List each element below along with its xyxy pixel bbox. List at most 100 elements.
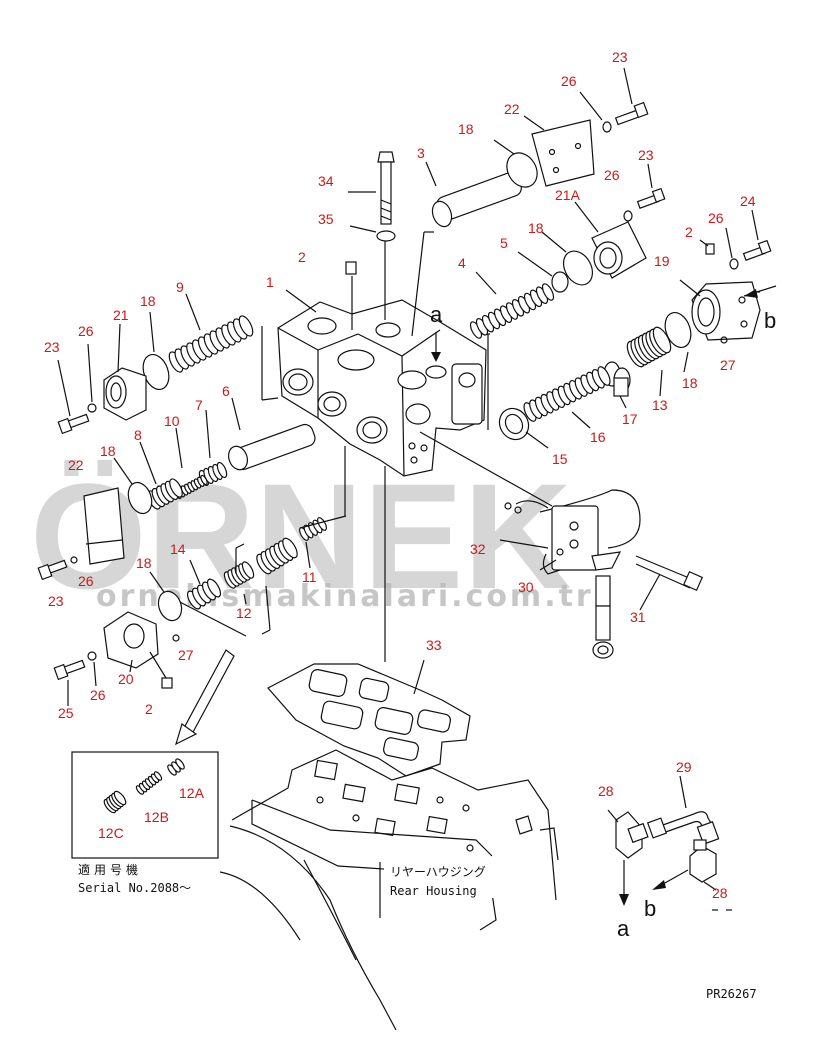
spring-4 xyxy=(469,283,555,339)
spring-coil xyxy=(206,578,222,598)
spring-14 xyxy=(186,578,222,610)
spring-coil xyxy=(652,326,672,354)
label-1: 1 xyxy=(266,274,274,290)
label-26-d: 26 xyxy=(78,323,94,339)
label-22-left: 22 xyxy=(68,457,84,473)
label-18-f: 18 xyxy=(682,375,698,391)
label-34: 34 xyxy=(318,173,334,189)
label-23-c: 23 xyxy=(44,339,60,355)
spring-coil xyxy=(169,478,183,498)
spring-11 xyxy=(299,517,327,541)
label-28-right: 28 xyxy=(712,885,728,901)
o-ring-18-mid xyxy=(562,250,594,286)
callout-a-top: a xyxy=(430,302,443,327)
label-35: 35 xyxy=(318,211,334,227)
rear-housing-en: Rear Housing xyxy=(390,884,477,898)
label-26-e: 26 xyxy=(78,573,94,589)
arrow-b xyxy=(743,285,777,298)
label-18-b: 18 xyxy=(528,220,544,236)
bolt-23-left2 xyxy=(37,559,68,581)
serial-label: 適用号機 Serial No.2088～ xyxy=(78,862,191,895)
label-23-b: 23 xyxy=(638,147,654,163)
o-ring-18-top xyxy=(506,152,538,188)
label-19: 19 xyxy=(654,253,670,269)
o-ring-18-left2 xyxy=(127,481,153,515)
label-20: 20 xyxy=(118,671,134,687)
spool-6 xyxy=(227,397,316,471)
valve-body xyxy=(277,299,487,477)
label-21a: 21A xyxy=(555,187,581,203)
leader-lines xyxy=(261,231,760,662)
o-ring-18-right xyxy=(664,311,692,349)
bolt-34 xyxy=(348,151,395,225)
spring-coil xyxy=(282,537,298,559)
serial-en: Serial No.2088～ xyxy=(78,881,191,895)
spring-coil xyxy=(153,771,163,781)
label-2-right: 2 xyxy=(685,224,693,240)
label-23-d: 23 xyxy=(48,593,64,609)
washer-26-left xyxy=(87,403,97,413)
label-3: 3 xyxy=(417,145,425,161)
label-5: 5 xyxy=(500,235,508,251)
fitting-28-right xyxy=(652,839,732,911)
spring-12 xyxy=(223,561,255,589)
label-15: 15 xyxy=(552,451,568,467)
callout-b-right: b xyxy=(764,308,776,333)
label-12b: 12B xyxy=(144,809,169,825)
label-9: 9 xyxy=(176,279,184,295)
label-27-right: 27 xyxy=(720,357,736,373)
label-23-a: 23 xyxy=(612,49,628,65)
flange-21 xyxy=(103,323,147,421)
label-25: 25 xyxy=(58,705,74,721)
label-18-a: 18 xyxy=(458,121,474,137)
spring-coil xyxy=(175,758,185,770)
label-33: 33 xyxy=(426,637,442,653)
spool-3 xyxy=(425,161,522,228)
plug-27-left xyxy=(172,634,180,642)
plug-2-right xyxy=(705,243,715,255)
housing-19 xyxy=(679,279,761,341)
callout-b-bottom: b xyxy=(644,896,656,921)
label-32: 32 xyxy=(470,541,486,557)
gasket-33 xyxy=(267,659,471,777)
label-16: 16 xyxy=(590,429,606,445)
drawing-number: PR26267 xyxy=(706,987,757,1001)
washer-5 xyxy=(551,271,569,293)
washer-15 xyxy=(498,407,549,449)
label-26-b: 26 xyxy=(604,167,620,183)
label-26-f: 26 xyxy=(90,687,106,703)
serial-jp: 適用号機 xyxy=(78,862,142,877)
label-13: 13 xyxy=(652,397,668,413)
bolt-23-mid xyxy=(636,163,666,209)
plug-27-right xyxy=(720,336,728,344)
label-14: 14 xyxy=(170,541,186,557)
rear-housing-jp: リヤーハウジング xyxy=(390,865,486,879)
bolt-31 xyxy=(635,555,704,611)
label-18-e: 18 xyxy=(136,555,152,571)
spring-coil xyxy=(216,461,228,479)
arrow-a-top xyxy=(431,332,441,362)
bolt-23-top xyxy=(614,67,649,126)
spring-16 xyxy=(523,366,611,422)
label-8: 8 xyxy=(134,427,142,443)
label-12: 12 xyxy=(236,605,252,621)
bracket-lines xyxy=(175,515,347,637)
label-30: 30 xyxy=(518,579,534,595)
pipe-29 xyxy=(646,775,720,845)
bolt-23-left xyxy=(57,359,90,435)
label-18-c: 18 xyxy=(140,293,156,309)
label-24: 24 xyxy=(740,193,756,209)
plug-2-top xyxy=(345,261,357,275)
o-ring-18-low xyxy=(157,590,183,622)
washer-26-left2 xyxy=(70,556,78,564)
label-10: 10 xyxy=(164,413,180,429)
spring-coil xyxy=(597,366,611,386)
label-17: 17 xyxy=(622,411,638,427)
label-31: 31 xyxy=(630,609,646,625)
washer-26-top xyxy=(602,121,612,133)
spring-coil xyxy=(113,790,127,806)
label-7: 7 xyxy=(195,397,203,413)
fitting-28-left xyxy=(607,809,649,906)
spring-13 xyxy=(626,326,672,368)
spring-coil xyxy=(238,315,254,337)
